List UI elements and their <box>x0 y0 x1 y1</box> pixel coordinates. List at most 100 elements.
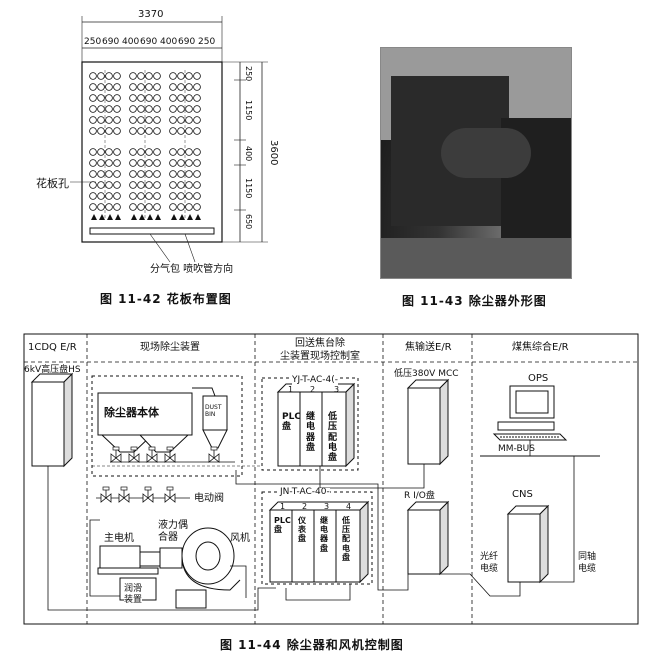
hole-label: 花板孔 <box>36 177 69 190</box>
filter-hole <box>137 116 145 124</box>
valve-actuator <box>144 486 152 491</box>
filter-hole <box>129 170 137 178</box>
filter-hole <box>153 105 161 113</box>
filter-hole <box>129 192 137 200</box>
filter-hole <box>185 83 193 91</box>
filter-hole <box>177 181 185 189</box>
cns-label: CNS <box>512 489 533 500</box>
filter-hole <box>185 159 193 167</box>
right-dim: 650 <box>244 214 253 230</box>
filter-hole <box>145 72 153 80</box>
filter-hole <box>89 72 97 80</box>
filter-hole <box>169 192 177 200</box>
filter-hole <box>153 148 161 156</box>
filter-hole <box>145 192 153 200</box>
filter-hole <box>177 192 185 200</box>
rio-label: R I/O盘 <box>404 491 435 501</box>
coupler-label: 液力偶 合器 <box>158 520 188 543</box>
filter-hole <box>113 105 121 113</box>
filter-hole <box>129 127 137 135</box>
right-dim: 250 <box>244 66 253 82</box>
filter-hole <box>105 159 113 167</box>
cabinet-number: 2 <box>310 385 316 394</box>
filter-hole <box>113 83 121 91</box>
filter-hole <box>129 148 137 156</box>
filter-hole <box>105 192 113 200</box>
filter-hole <box>105 94 113 102</box>
filter-hole <box>89 181 97 189</box>
filter-hole <box>113 127 121 135</box>
filter-hole <box>153 181 161 189</box>
filter-hole <box>97 148 105 156</box>
valve-actuator <box>112 446 120 451</box>
right-dim: 1150 <box>244 178 253 199</box>
filter-hole <box>113 181 121 189</box>
filter-hole <box>129 72 137 80</box>
filter-hole <box>153 203 161 211</box>
filter-hole <box>153 94 161 102</box>
nozzle-triangle <box>115 214 121 220</box>
segment-dim: 250 <box>198 37 216 47</box>
nozzle-triangles <box>91 214 201 220</box>
overall-width-dim: 3370 <box>138 9 164 20</box>
filter-hole <box>193 159 201 167</box>
filter-hole <box>193 148 201 156</box>
segment-dim: 690 <box>178 37 196 47</box>
filter-hole <box>105 72 113 80</box>
filter-hole <box>129 94 137 102</box>
filter-hole <box>153 192 161 200</box>
filter-hole <box>145 181 153 189</box>
valve-symbols <box>100 446 220 503</box>
valve-actuator <box>120 486 128 491</box>
header-coal-coke: 煤焦综合E/R <box>512 342 569 353</box>
caption-11-44: 图 11-44 除尘器和风机控制图 <box>220 638 404 652</box>
cabinet-number: 4 <box>346 502 352 511</box>
header-control-room: 回送焦台除 尘装置现场控制室 <box>280 338 360 362</box>
filter-hole <box>169 116 177 124</box>
filter-hole <box>193 105 201 113</box>
filter-hole <box>169 170 177 178</box>
dust-collector-photo <box>380 47 572 279</box>
filter-hole <box>137 203 145 211</box>
filter-hole <box>185 203 193 211</box>
header-field: 现场除尘装置 <box>140 342 200 353</box>
filter-hole <box>97 203 105 211</box>
filter-hole <box>137 148 145 156</box>
nozzle-triangle <box>107 214 113 220</box>
caption-11-42: 图 11-42 花板布置图 <box>100 292 232 306</box>
filter-hole <box>113 116 121 124</box>
lube-label: 润滑 装置 <box>124 584 143 606</box>
filter-hole <box>185 105 193 113</box>
filter-hole <box>105 203 113 211</box>
filter-hole <box>97 159 105 167</box>
filter-hole <box>89 127 97 135</box>
cabinet-number: 3 <box>334 385 340 394</box>
mmbus-label: MM-BUS <box>498 444 535 454</box>
nozzle-triangle <box>171 214 177 220</box>
filter-hole <box>137 83 145 91</box>
hs-panel-label: 6kV高压盘HS <box>24 365 81 375</box>
filter-hole <box>129 105 137 113</box>
filter-hole <box>145 94 153 102</box>
filter-hole <box>185 148 193 156</box>
filter-hole <box>97 181 105 189</box>
header-1cdq: 1CDQ E/R <box>28 342 77 353</box>
filter-hole <box>193 116 201 124</box>
filter-hole <box>193 181 201 189</box>
filter-hole <box>193 72 201 80</box>
filter-hole <box>177 83 185 91</box>
filter-hole <box>137 94 145 102</box>
dust-bin-label: DUST BIN <box>205 404 222 419</box>
filter-hole <box>185 181 193 189</box>
filter-hole <box>153 72 161 80</box>
filter-hole <box>193 170 201 178</box>
filter-hole <box>185 127 193 135</box>
filter-hole <box>177 127 185 135</box>
filter-hole <box>169 127 177 135</box>
filter-hole <box>113 148 121 156</box>
filter-hole <box>129 83 137 91</box>
cabinet-number: 1 <box>280 502 286 511</box>
filter-hole <box>169 83 177 91</box>
filter-hole <box>137 170 145 178</box>
